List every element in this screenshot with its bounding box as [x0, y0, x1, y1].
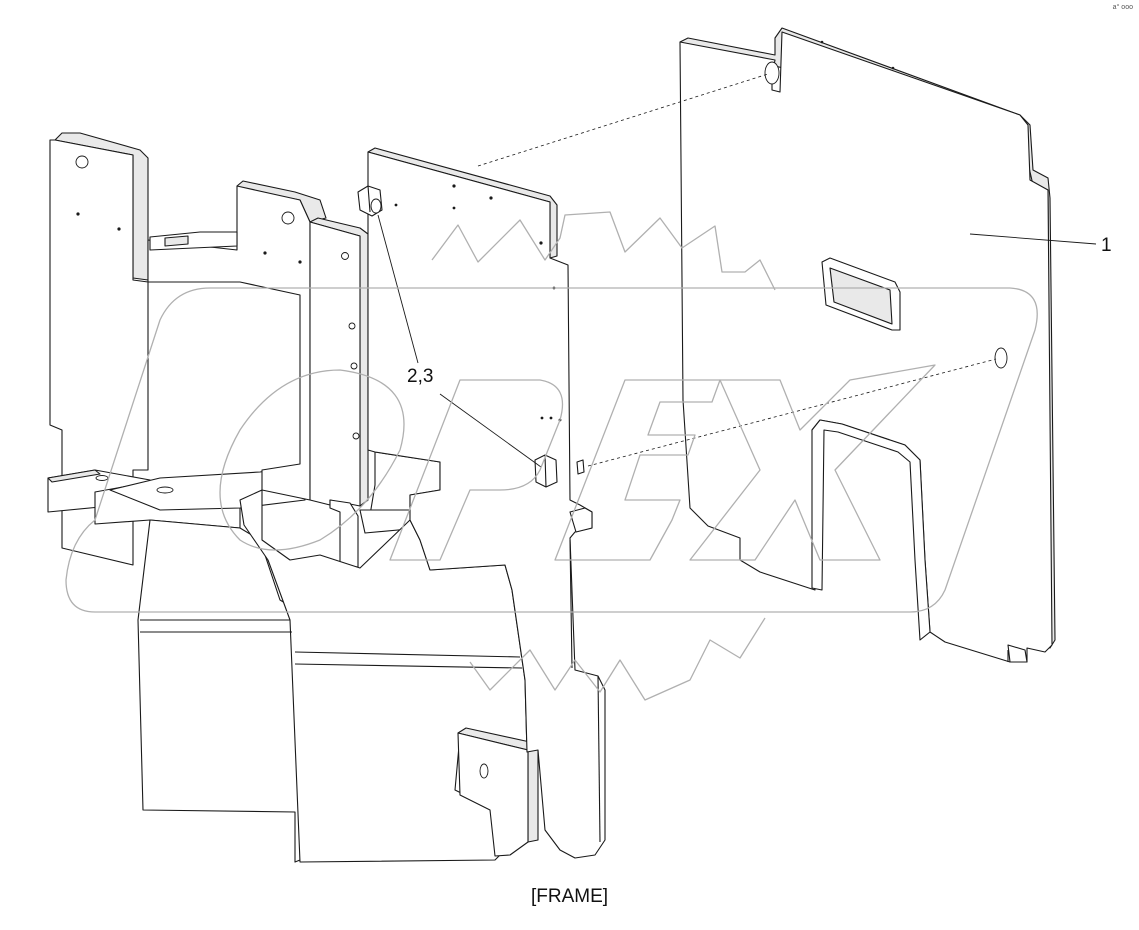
left-base-plate — [47, 465, 306, 529]
bolt-lower — [534, 454, 585, 488]
bolt-upper — [357, 185, 383, 217]
leader-lines — [377, 214, 1097, 468]
middle-bracket — [147, 180, 327, 501]
opex-watermark-logo — [65, 211, 1038, 701]
mounting-plate — [367, 147, 606, 859]
vertical-angle-bracket — [309, 217, 369, 568]
hinge-tab — [457, 727, 539, 857]
callout-2-3: 2,3 — [407, 366, 433, 387]
callout-1: 1 — [1101, 235, 1112, 256]
corner-mark: a° ooo — [1112, 4, 1133, 11]
left-side-plate — [49, 132, 149, 566]
figure-caption: [FRAME] — [530, 886, 609, 907]
cover-plate — [679, 27, 1056, 663]
assembly-lines — [477, 73, 997, 467]
lower-front-plate — [137, 489, 528, 863]
